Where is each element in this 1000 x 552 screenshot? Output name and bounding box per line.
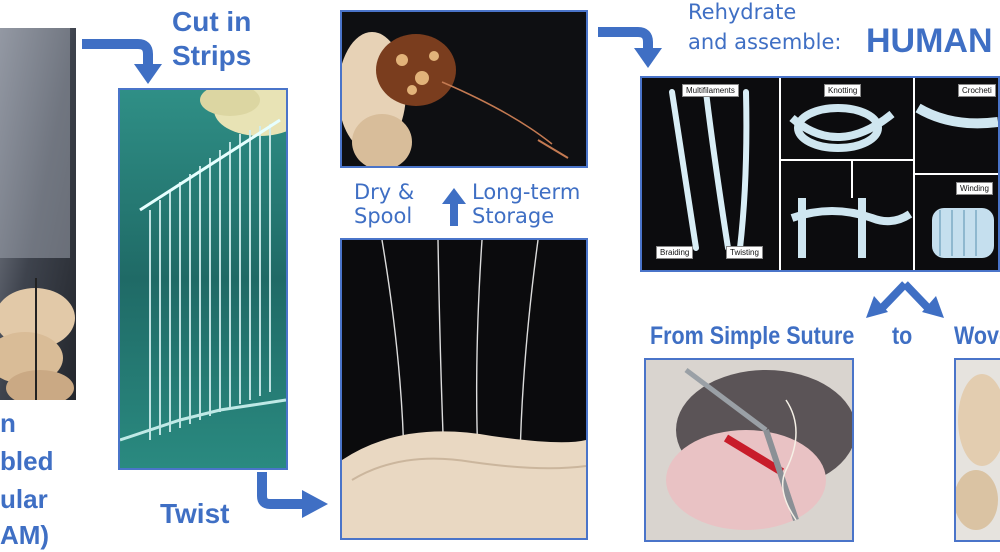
panel-label-multifilaments: Multifilaments [682,84,739,97]
cut-strips-label-line2: Strips [172,40,252,71]
human-label: HUMAN [866,22,993,60]
panel-label-knotting: Knotting [824,84,862,97]
photo-woven-image [956,360,1000,540]
storage-label-line2: Storage [472,204,555,228]
arrow-to-rehydrate [598,27,662,68]
photo-cut-strips [118,88,288,470]
left-partial-label-4: AM) [0,520,50,550]
photo-woven [954,358,1000,542]
photo-suture [644,358,854,542]
left-partial-label-2: bled [0,446,54,476]
left-partial-label-3: ular [0,484,48,514]
photo-cut-strips-image [120,90,286,468]
photo-suture-image [646,360,852,540]
twist-label: Twist [160,498,230,529]
photo-sheet-holding-image [0,28,76,400]
left-partial-label-1: n [0,408,16,438]
arrow-twist [257,472,328,518]
arrow-up-storage [442,188,466,226]
panel-label-winding: Winding [956,182,993,195]
arrow-split [866,281,944,318]
photo-spool-image [342,12,586,166]
dry-spool-label-line2: Spool [354,204,413,228]
photo-threads-image [342,240,586,538]
assembly-grid: Multifilaments Knotting Crocheti Braidin… [640,76,1000,272]
photo-spool [340,10,588,168]
arrow-to-strips [82,39,162,84]
storage-label-line1: Long-term [472,180,581,204]
photo-threads [340,238,588,540]
from-simple-suture-label: From Simple Suture [650,322,855,350]
cut-strips-label-line1: Cut in [172,6,252,37]
to-label: to [892,322,913,350]
panel-label-crocheting: Crocheti [958,84,996,97]
rehydrate-label-line2: and assemble: [688,30,842,54]
assembly-grid-image [642,78,998,270]
woven-partial-label: Wove [954,322,1000,350]
panel-label-braiding: Braiding [656,246,694,259]
photo-sheet-holding [0,28,76,400]
rehydrate-label-line1: Rehydrate [688,0,797,24]
dry-spool-label-line1: Dry & [354,180,415,204]
panel-label-twisting: Twisting [726,246,763,259]
